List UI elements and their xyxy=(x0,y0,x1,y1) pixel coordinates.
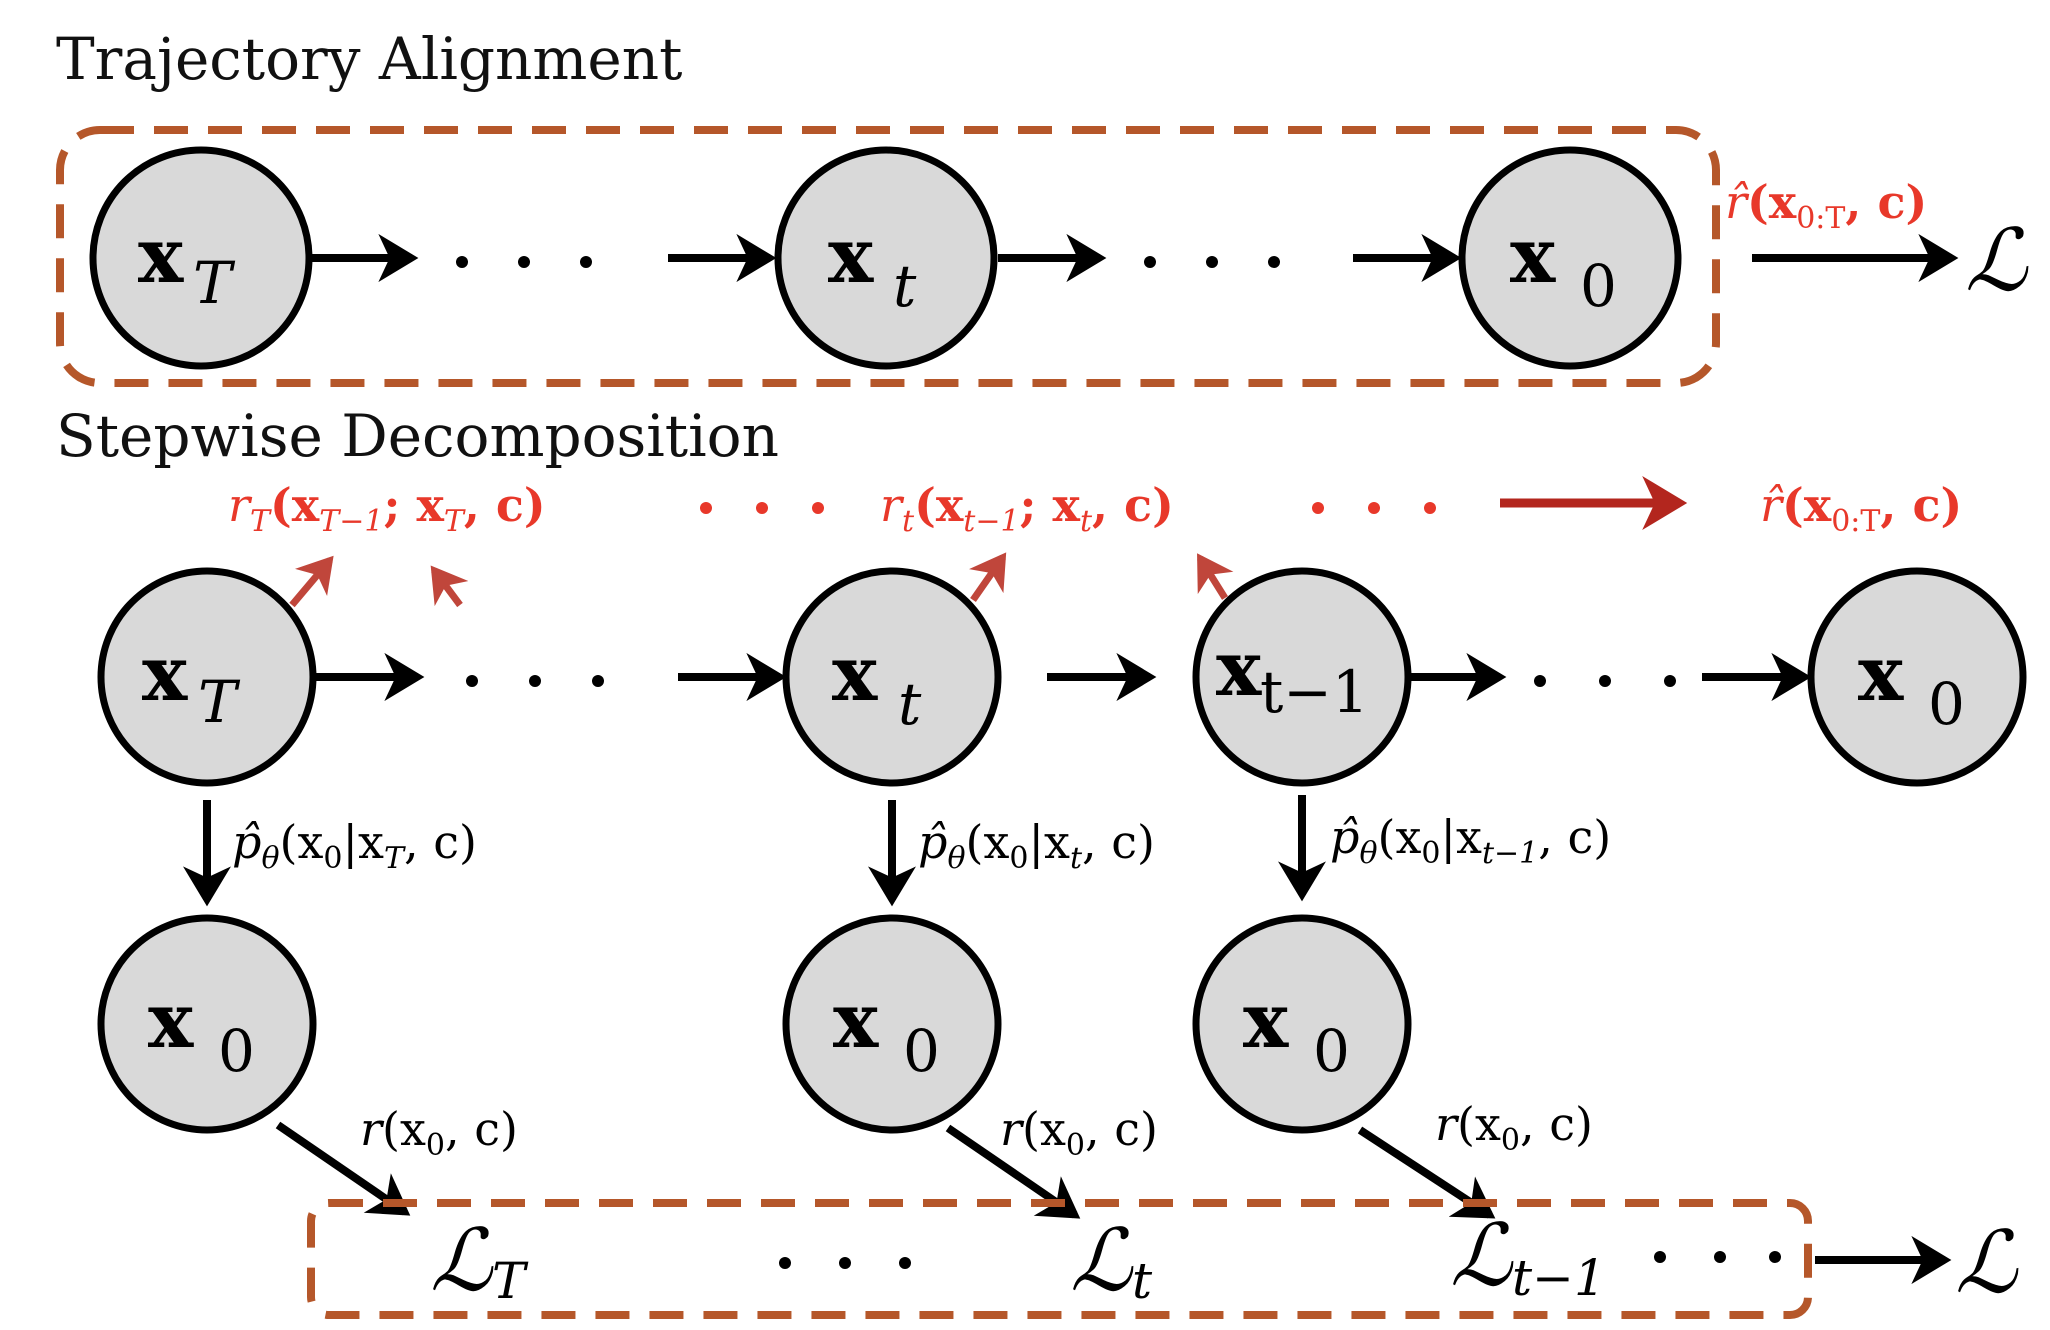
node-sub-label: 0 xyxy=(1313,1017,1350,1085)
node-circle xyxy=(97,914,317,1134)
node-main-label: x xyxy=(1216,624,1262,713)
red-arrow-xT-1-to-rT xyxy=(430,565,469,608)
red-arrow-xT-to-rT xyxy=(289,555,334,608)
stepwise-loss-dashed-box xyxy=(307,1199,1812,1319)
trajectory-alignment-title: Trajectory Alignment xyxy=(56,25,682,93)
reward-label-T: r(x0, c) xyxy=(360,1102,518,1163)
loss-T: ℒT xyxy=(430,1211,529,1311)
trajectory-ellipsis-1 xyxy=(456,256,592,268)
predicted-node-x0-t-1: x 0 xyxy=(1192,914,1412,1134)
step-reward-ellipsis-1 xyxy=(700,502,824,514)
node-sub-label: 0 xyxy=(1928,670,1965,738)
node-main-label: x xyxy=(833,976,879,1065)
node-main-label: x xyxy=(828,211,874,300)
predicted-node-x0-t: x 0 xyxy=(782,914,1002,1134)
stepwise-node-xt: x t xyxy=(782,567,1002,787)
node-circle xyxy=(97,567,317,787)
stepwise-node-x0: x 0 xyxy=(1807,567,2027,787)
node-sub-label: t xyxy=(893,252,917,320)
stepwise-decomposition-title: Stepwise Decomposition xyxy=(56,402,779,470)
node-circle xyxy=(774,146,998,370)
trajectory-loss: ℒ xyxy=(1965,211,2029,311)
reward-arrow-T xyxy=(275,1121,411,1216)
node-sub-label: 0 xyxy=(903,1017,940,1085)
trajectory-node-xT: x T xyxy=(89,146,313,370)
node-circle xyxy=(89,146,313,370)
loss-t-1: ℒt−1 xyxy=(1450,1206,1606,1307)
stepwise-ellipsis-1 xyxy=(466,675,604,687)
node-sub-label: T xyxy=(198,668,241,736)
node-sub-label: 0 xyxy=(1580,252,1617,320)
red-arrow-xt-1-to-rt xyxy=(1197,553,1234,600)
node-main-label: x xyxy=(138,211,184,300)
trajectory-node-x0: x 0 xyxy=(1458,146,1682,370)
node-main-label: x xyxy=(832,629,878,718)
trajectory-reward-label: r̂(x0:T, c) xyxy=(1725,175,1927,236)
node-sub-label: t xyxy=(898,670,922,738)
node-circle xyxy=(1458,146,1682,370)
stepwise-ellipsis-2 xyxy=(1534,675,1676,687)
stepwise-node-xt-1: x t−1 xyxy=(1192,567,1412,787)
node-circle xyxy=(1807,567,2027,787)
node-sub-label: 0 xyxy=(218,1017,255,1085)
trajectory-dashed-box xyxy=(56,126,1720,387)
node-circle xyxy=(1192,567,1412,787)
node-sub-label: t−1 xyxy=(1260,658,1369,726)
node-main-label: x xyxy=(1243,976,1289,1065)
node-main-label: x xyxy=(148,976,194,1065)
loss-ellipsis-2 xyxy=(1654,1251,1781,1263)
node-main-label: x xyxy=(142,629,188,718)
reward-hat-label: r̂(x0:T, c) xyxy=(1725,175,1927,236)
node-main-label: x xyxy=(1858,629,1904,718)
prediction-label-T: p̂θ(x0|xT, c) xyxy=(232,815,477,876)
red-arrow-xt-to-rt xyxy=(968,552,1007,603)
step-reward-t: rt(xt−1; xt, c) xyxy=(880,478,1174,539)
trajectory-node-xt: x t xyxy=(774,146,998,370)
stepwise-node-xT: x T xyxy=(97,567,317,787)
node-sub-label: T xyxy=(193,249,236,317)
node-circle xyxy=(782,567,1002,787)
node-circle xyxy=(782,914,1002,1134)
loss-t: ℒt xyxy=(1070,1211,1153,1311)
prediction-label-t: p̂θ(x0|xt, c) xyxy=(918,815,1155,876)
node-circle xyxy=(1192,914,1412,1134)
step-reward-ellipsis-2 xyxy=(1312,502,1436,514)
predicted-node-x0-T: x 0 xyxy=(97,914,317,1134)
aggregate-reward-label: r̂(x0:T, c) xyxy=(1760,478,1962,539)
step-reward-T: rT(xT−1; xT, c) xyxy=(228,478,546,539)
prediction-label-t-1: p̂θ(x0|xt−1, c) xyxy=(1330,810,1611,871)
reward-label-t: r(x0, c) xyxy=(1000,1102,1158,1163)
stepwise-total-loss: ℒ xyxy=(1955,1213,2019,1313)
reward-label-t-1: r(x0, c) xyxy=(1435,1097,1593,1158)
node-main-label: x xyxy=(1510,211,1556,300)
trajectory-ellipsis-2 xyxy=(1144,256,1280,268)
loss-ellipsis-1 xyxy=(779,1257,911,1269)
